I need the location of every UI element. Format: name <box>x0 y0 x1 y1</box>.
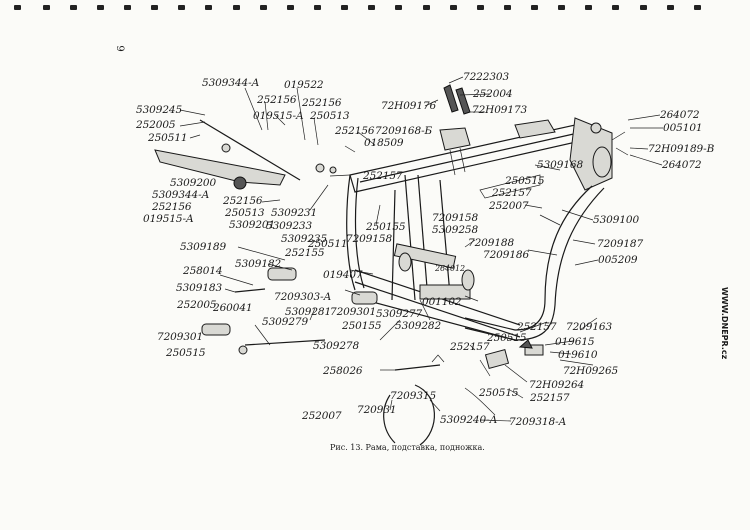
part-label: 252005 <box>177 299 217 311</box>
part-label: 5309258 <box>432 224 479 236</box>
leader-lines <box>179 76 663 422</box>
part-label: 260041 <box>213 302 253 314</box>
part-label: 252157 <box>530 392 570 404</box>
part-label: 250511 <box>148 132 188 144</box>
part-label: 72Н09173 <box>472 104 528 116</box>
part-label: 5309282 <box>395 320 442 332</box>
part-label: 5309278 <box>313 340 360 352</box>
part-label: 5309100 <box>593 214 640 226</box>
part-label: 252155 <box>285 247 325 259</box>
part-label: 7209188 <box>468 237 515 249</box>
part-label: 720931 <box>357 404 397 416</box>
part-label: 019407 <box>323 269 363 281</box>
part-label: 7222303 <box>463 71 510 83</box>
part-label: 5309235 <box>281 233 328 245</box>
part-label: 252007 <box>489 200 529 212</box>
part-label: 252157 <box>492 187 532 199</box>
part-label: 252156 <box>152 201 192 213</box>
part-label: 250155 <box>342 320 382 332</box>
part-label: 005101 <box>663 122 703 134</box>
part-label: 7209303-А <box>274 291 332 303</box>
part-label: 019515-А <box>253 110 304 122</box>
part-label: 5309233 <box>266 220 313 232</box>
part-label: 5309183 <box>176 282 223 294</box>
frame-drawing <box>154 84 629 446</box>
part-label: 5309182 <box>235 258 282 270</box>
part-label: 7209163 <box>566 321 613 333</box>
part-label: 5309240-А <box>440 414 498 426</box>
part-label: 5309168 <box>537 159 584 171</box>
part-label: 252005 <box>136 119 176 131</box>
part-label: 264012 <box>435 264 465 273</box>
part-label: 5309201 <box>229 219 276 231</box>
part-label: 7209158 <box>432 212 479 224</box>
part-label: 018509 <box>364 137 404 149</box>
part-label: 5309245 <box>136 104 183 116</box>
part-label: 7209301 <box>157 331 204 343</box>
part-label: 250155 <box>366 221 406 233</box>
figure-caption: Рис. 13. Рама, подставка, подножка. <box>330 443 485 452</box>
part-label: 250515 <box>487 332 527 344</box>
binding-holes <box>0 0 750 14</box>
part-label: 264072 <box>662 159 702 171</box>
part-label: 258026 <box>323 365 363 377</box>
part-label: 019515-А <box>143 213 194 225</box>
part-label: 019615 <box>555 336 595 348</box>
part-label: 5309344-А <box>202 77 260 89</box>
part-label: 5309281 <box>285 306 332 318</box>
part-label: 252157 <box>450 341 490 353</box>
part-label: 7209301 <box>330 306 377 318</box>
part-label: 7209318-А <box>509 416 567 428</box>
part-label: 250513 <box>225 207 265 219</box>
part-label: 005209 <box>598 254 638 266</box>
part-label: 7209187 <box>597 238 644 250</box>
part-label: 258014 <box>183 265 223 277</box>
part-label: 250511 <box>308 238 348 250</box>
part-label: 019610 <box>558 349 598 361</box>
part-label: 001102 <box>422 296 462 308</box>
part-label: 252156 <box>257 94 297 106</box>
part-label: 72Н09265 <box>563 365 619 377</box>
part-label: 72Н09176 <box>381 100 437 112</box>
part-label: 7209168-Б <box>375 125 433 137</box>
part-label: 5309189 <box>180 241 227 253</box>
part-label: 7209186 <box>483 249 530 261</box>
part-label: 5309344-А <box>152 189 210 201</box>
part-label: 252156 <box>335 125 375 137</box>
part-label: 5309279 <box>262 316 309 328</box>
part-label: 5309200 <box>170 177 217 189</box>
part-label: 252004 <box>473 88 513 100</box>
part-label: 250515 <box>479 387 519 399</box>
part-label: 019522 <box>284 79 324 91</box>
part-label: 252156 <box>302 97 342 109</box>
part-label: 252157 <box>517 321 557 333</box>
part-label: 5309277 <box>376 308 423 320</box>
part-label: 252156 <box>223 195 263 207</box>
part-label: 7209315 <box>390 390 437 402</box>
part-label: 250513 <box>310 110 350 122</box>
part-label: 5309231 <box>271 207 318 219</box>
part-label: 72Н09189-В <box>648 143 715 155</box>
part-label: 252157 <box>363 170 403 182</box>
part-label: 252007 <box>302 410 342 422</box>
part-label: 250515 <box>505 175 545 187</box>
part-label: 72Н09264 <box>529 379 585 391</box>
part-label: 250515 <box>166 347 206 359</box>
part-label: 7209158 <box>346 233 393 245</box>
part-label: 264072 <box>660 109 700 121</box>
